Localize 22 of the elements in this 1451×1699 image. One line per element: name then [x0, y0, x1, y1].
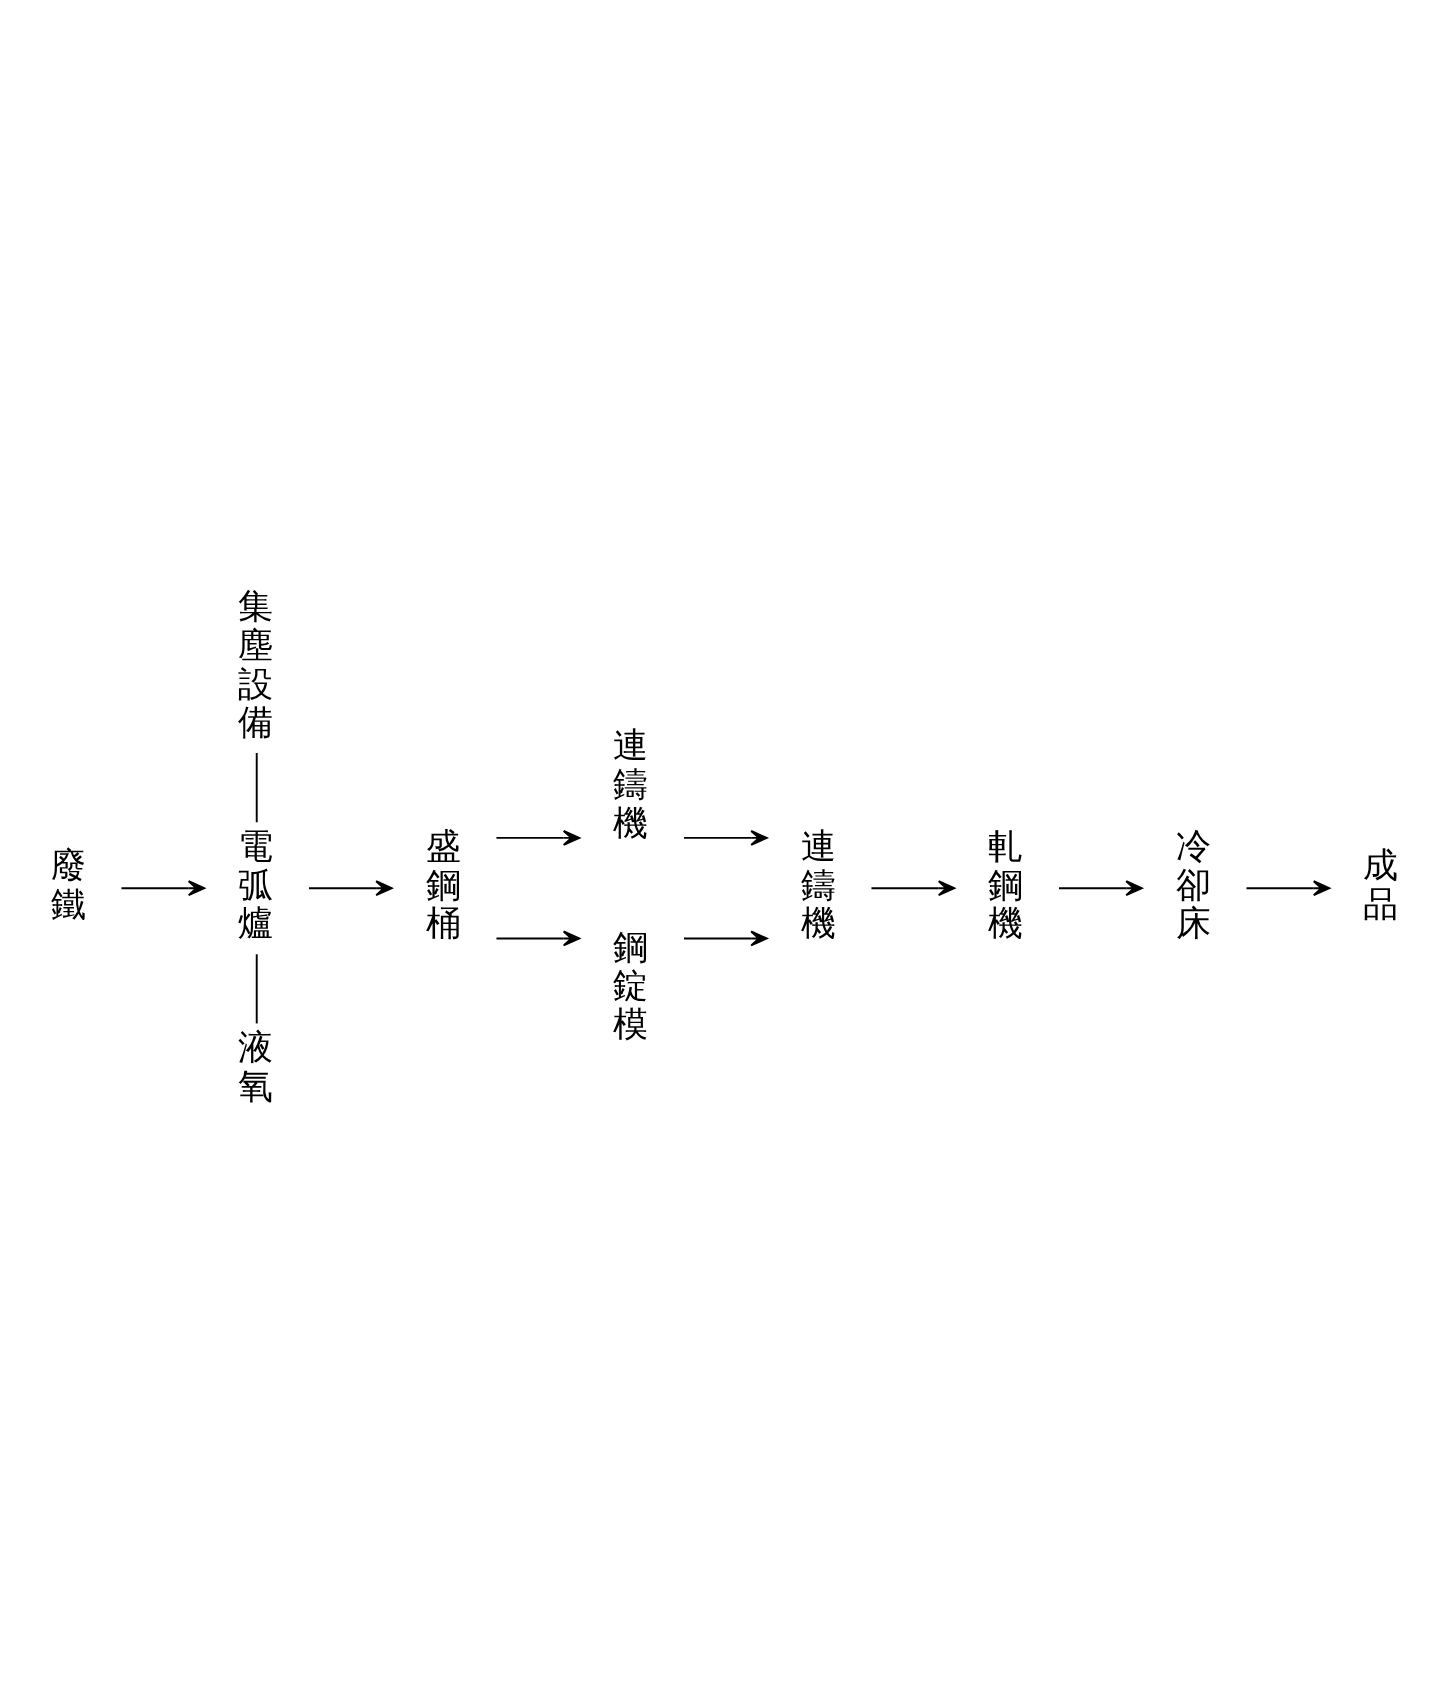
arrow	[683, 829, 768, 846]
connector	[255, 953, 258, 1025]
node-text: 盛鋼桶	[425, 826, 461, 944]
arrow	[683, 930, 768, 947]
arrow	[495, 829, 581, 846]
node-text: 軋鋼機	[988, 826, 1024, 944]
arrow	[870, 880, 956, 897]
node-text: 連鑄機	[800, 826, 836, 944]
arrow	[308, 880, 393, 897]
node-text: 電弧爐	[238, 826, 274, 944]
node-text: 液氧	[238, 1027, 274, 1106]
arrow	[1245, 880, 1331, 897]
node-text: 連鑄機	[613, 725, 649, 843]
connector	[255, 752, 258, 824]
node-text: 集塵設備	[238, 586, 274, 743]
node-text: 廢鐵	[50, 845, 86, 924]
node-text: 成品	[1363, 845, 1399, 924]
arrow	[1058, 880, 1143, 897]
node-text: 冷卻床	[1175, 826, 1211, 944]
arrow	[120, 880, 206, 897]
arrow	[495, 930, 581, 947]
node-text: 鋼錠模	[613, 926, 649, 1044]
